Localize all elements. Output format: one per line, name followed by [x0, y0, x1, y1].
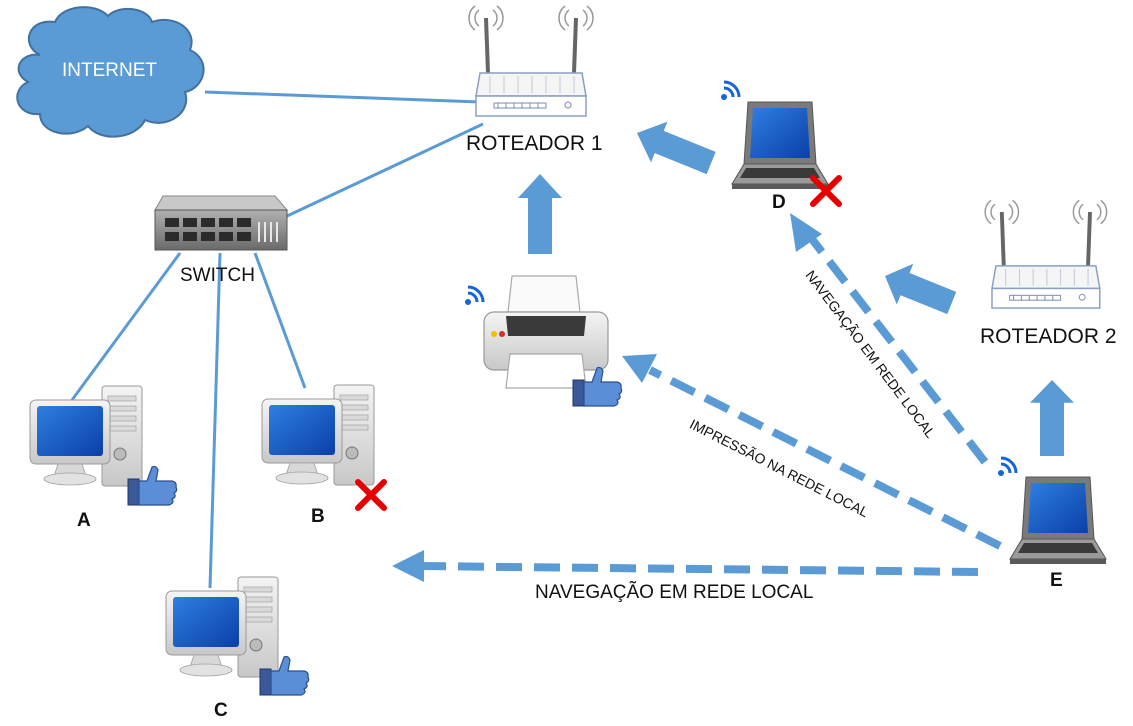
desktop-pc-icon [29, 385, 143, 487]
internet-router1-link [204, 90, 481, 104]
switch-pc-b-link [253, 252, 307, 389]
internet-label: INTERNET [62, 60, 157, 81]
switch-pc-c-link [208, 252, 222, 589]
printer-icon [483, 275, 609, 389]
local-print-path [648, 366, 1002, 550]
router-icon [983, 198, 1109, 311]
router2-to-d-arrow [876, 255, 960, 324]
laptop-d-label: D [772, 192, 786, 213]
arrowhead-to-c [392, 550, 424, 582]
switch-pc-a-link [70, 252, 182, 401]
pc-a-label: A [77, 510, 91, 531]
switch-router1-link [267, 122, 484, 227]
router1-label: ROTEADOR 1 [466, 132, 603, 155]
router-icon [467, 4, 595, 118]
red-x-icon [358, 482, 384, 508]
dashed-arrow-heads [392, 213, 822, 582]
wifi-icon [719, 80, 741, 102]
switch-icon [154, 195, 289, 251]
laptop-icon [1009, 476, 1107, 565]
wifi-icon [996, 456, 1018, 478]
switch-label: SWITCH [180, 265, 255, 286]
local-nav-bottom-path [419, 562, 979, 576]
arrowhead-to-d [790, 213, 822, 252]
wireless-links [419, 231, 1002, 576]
desktop-pc-icon [165, 576, 279, 678]
d-to-router1-arrow [628, 112, 720, 184]
desktop-pc-icon [261, 384, 375, 486]
printer-to-router1-arrow [518, 174, 562, 254]
cloud-icon [16, 6, 205, 138]
local-nav-bottom-label: NAVEGAÇÃO EM REDE LOCAL [535, 582, 814, 603]
local-nav-diag-path [804, 231, 989, 465]
wired-links [70, 90, 484, 589]
router2-label: ROTEADOR 2 [980, 325, 1117, 348]
laptop-e-label: E [1050, 570, 1063, 591]
arrowhead-to-printer [622, 354, 657, 383]
wifi-icon [463, 285, 485, 307]
e-to-router2-arrow [1030, 380, 1074, 456]
pc-b-label: B [311, 506, 325, 527]
pc-c-label: C [214, 700, 228, 721]
